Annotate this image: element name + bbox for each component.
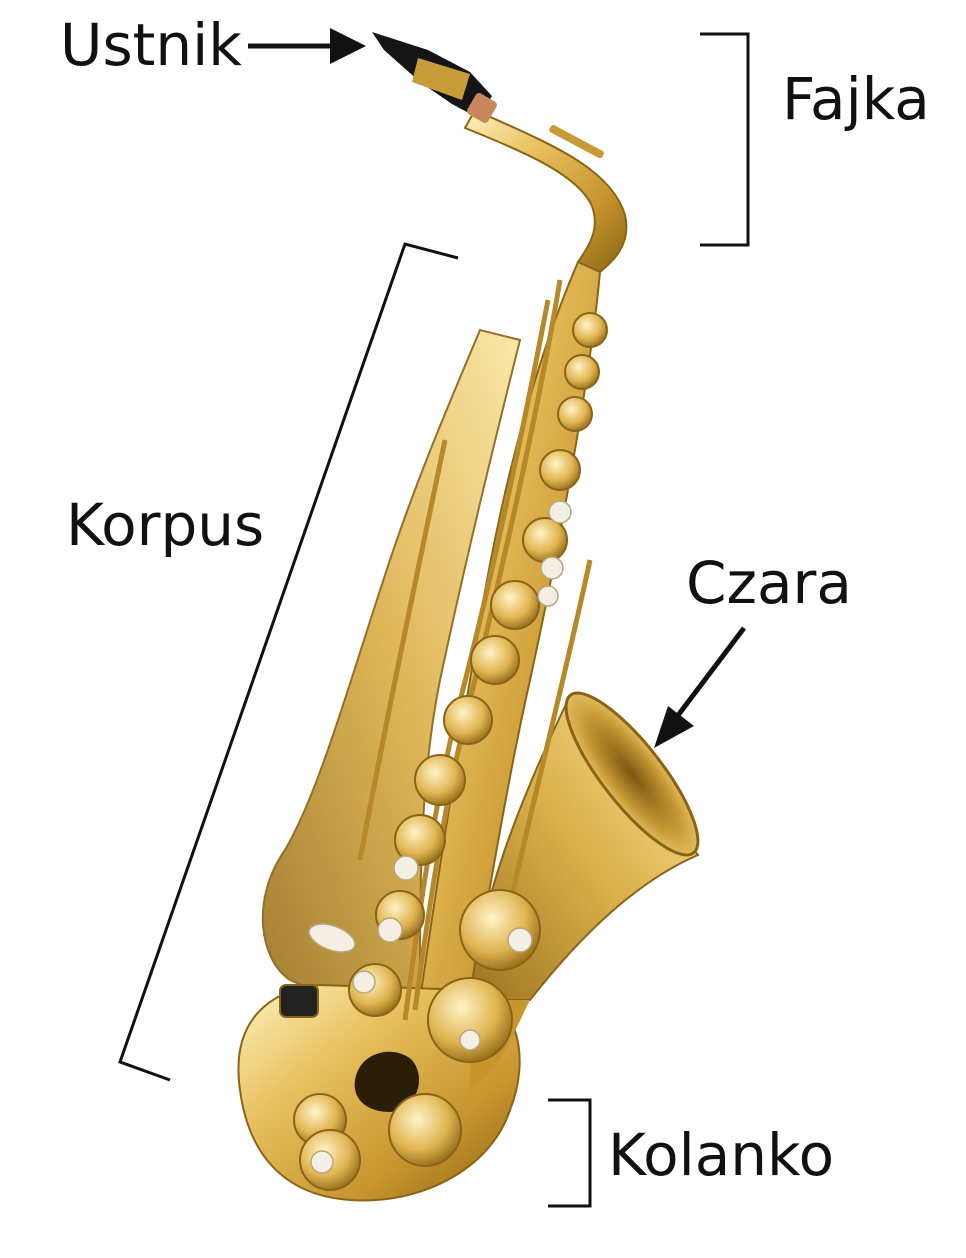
neck — [463, 108, 628, 274]
label-neck: Fajka — [782, 65, 930, 133]
label-body: Korpus — [66, 491, 265, 559]
label-bell: Czara — [686, 549, 852, 617]
label-mouthpiece: Ustnik — [60, 11, 242, 79]
bracket-neck — [700, 32, 750, 247]
mouthpiece — [372, 32, 497, 123]
arrow-bell — [654, 626, 746, 748]
bracket-bow — [548, 1098, 592, 1208]
arrow-mouthpiece — [248, 28, 366, 64]
pearl-keys — [308, 500, 572, 1174]
annotations — [118, 28, 750, 1208]
key-cups — [279, 312, 608, 1191]
bracket-body — [118, 242, 459, 1082]
label-bow: Kolanko — [608, 1121, 835, 1189]
